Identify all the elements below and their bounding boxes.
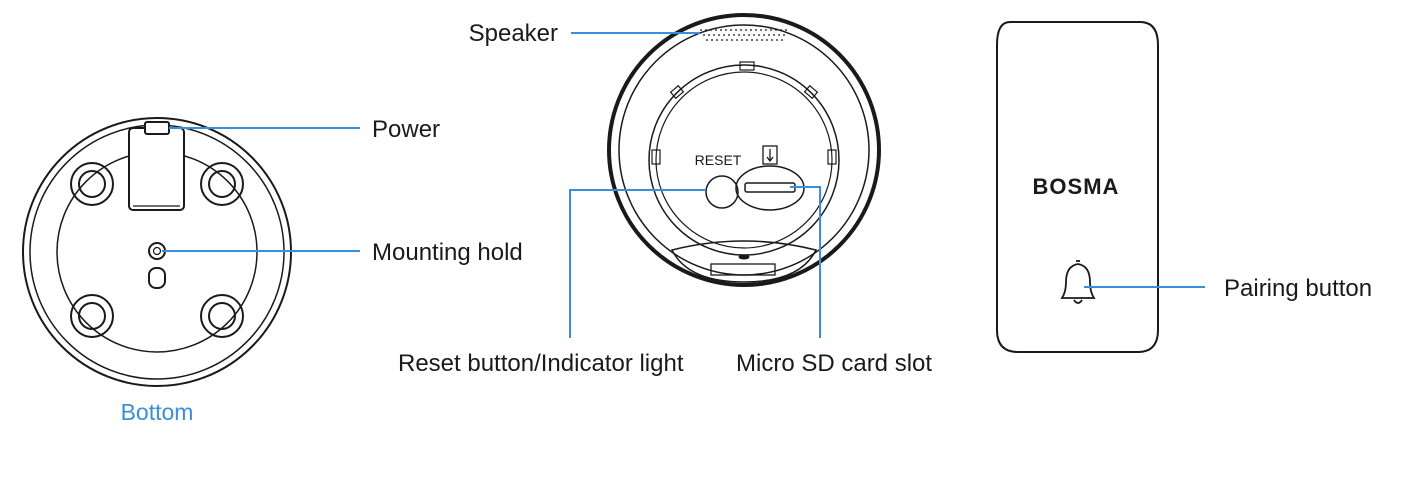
pairing-label: Pairing button — [1224, 275, 1372, 302]
foot-top-right — [200, 162, 244, 206]
speaker-grille — [700, 29, 790, 41]
mounting-slot — [148, 267, 166, 289]
foot-bottom-left — [70, 294, 114, 338]
doorbell-outer-shell — [607, 13, 881, 287]
doorbell-tab — [670, 240, 818, 283]
foot-top-left — [70, 162, 114, 206]
sd-label: Micro SD card slot — [736, 350, 932, 377]
sd-leader — [790, 186, 821, 338]
reset-leader — [569, 189, 706, 338]
reset-printed-label: RESET — [695, 152, 742, 168]
bottom-leaders — [162, 127, 360, 252]
sd-card-icon — [762, 145, 778, 165]
doorbell-back — [607, 13, 881, 287]
bell-icon — [1060, 260, 1096, 304]
reset-button — [705, 175, 739, 209]
reset-label: Reset button/Indicator light — [398, 350, 684, 377]
chime-body — [996, 21, 1159, 353]
doorbell-leaders — [569, 32, 821, 338]
speaker-label: Speaker — [469, 20, 558, 47]
battery-cavity — [648, 64, 840, 256]
foot-bottom-right — [200, 294, 244, 338]
power-label: Power — [372, 116, 440, 143]
chime — [996, 21, 1159, 353]
chime-brand-logo: BOSMA — [1033, 174, 1120, 199]
sd-slot — [744, 182, 796, 193]
mounting-label: Mounting hold — [372, 239, 523, 266]
bottom-caption: Bottom — [121, 399, 194, 425]
bottom-view — [22, 117, 292, 387]
power-port-tab — [144, 121, 170, 135]
power-port — [128, 127, 185, 211]
